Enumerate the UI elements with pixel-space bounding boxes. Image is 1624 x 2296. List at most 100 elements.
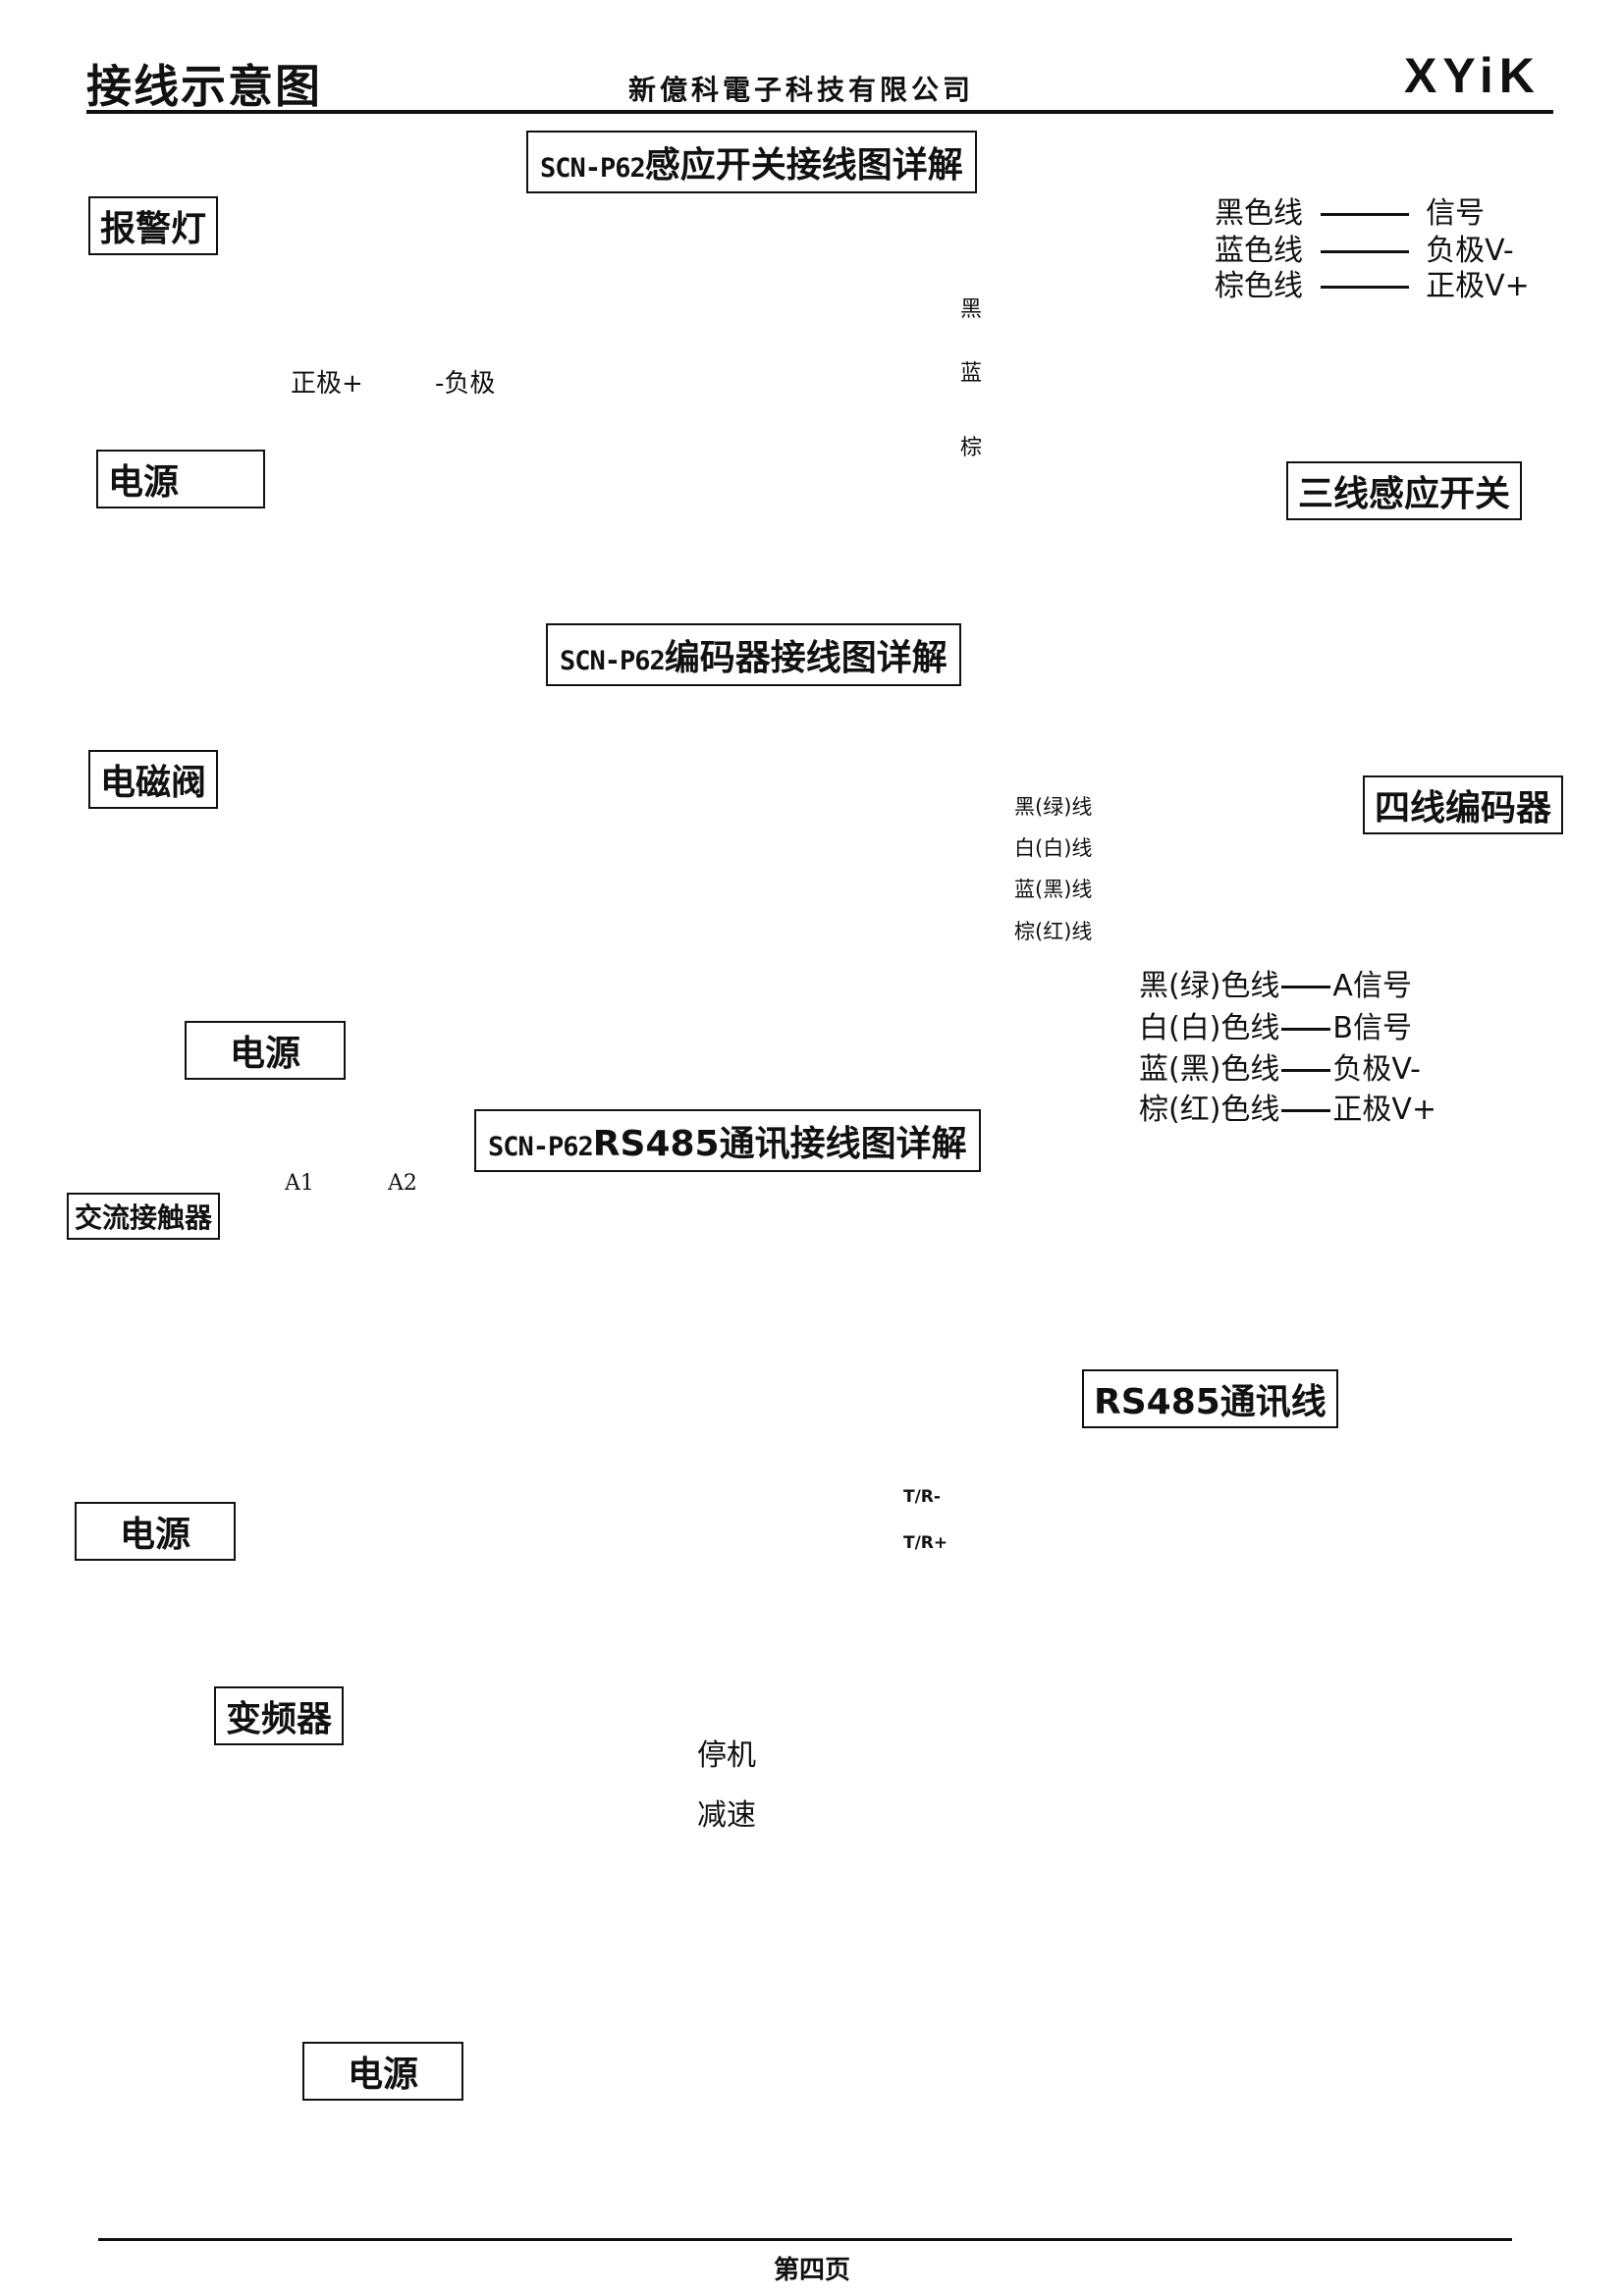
ac-label: AC xyxy=(986,2045,1008,2062)
encoder-wire-4: 棕(红)线 xyxy=(1014,920,1093,943)
controller-4: (1)(10)(2)(11)(3)(12)(4)(13)(5)(14)(6)(1… xyxy=(837,1629,1349,2146)
box-1-num: 1 xyxy=(752,726,762,742)
left-terminal-8-screw-icon xyxy=(623,500,652,528)
inverter-key-label-2: ◀◀ xyxy=(552,1717,566,1727)
right-terminal-15-slot xyxy=(839,1414,856,1431)
right-terminal-label-13: (13) xyxy=(804,1331,828,1345)
left-terminal-8-frame xyxy=(618,496,658,532)
left-terminal-9-frame xyxy=(624,1047,666,1085)
right-terminal-10-screw-icon xyxy=(1298,1642,1337,1682)
box-3-box xyxy=(748,807,768,827)
box-6-box xyxy=(748,932,768,952)
right-terminal-13-slot xyxy=(944,848,960,865)
al2-com-label: COM xyxy=(998,1709,1025,1722)
box-16-box xyxy=(864,974,884,993)
right-terminal-13-screw-icon xyxy=(938,841,967,872)
page-title: 接线示意图 xyxy=(86,60,322,113)
right-terminal-11-screw-icon xyxy=(938,758,967,787)
right-terminal-label-16: (16) xyxy=(883,469,905,482)
box-17-box xyxy=(1190,2046,1215,2072)
left-terminal-label-4: (4) xyxy=(668,851,683,865)
tr-b-label: T/R (B) xyxy=(841,1027,863,1033)
left-terminal-1-frame xyxy=(511,1189,553,1227)
box-2-box xyxy=(733,265,752,284)
legend2-meaning-3: 负极V- xyxy=(1332,1052,1422,1087)
box-14-box xyxy=(1190,1877,1215,1902)
rs485-usb-converter-icon xyxy=(1028,1405,1541,1591)
section1-title: SCN-P62感应开关接线图详解 xyxy=(526,131,977,193)
left-terminal-label-8: (8) xyxy=(668,1018,683,1032)
right-terminal-18-blank xyxy=(1292,2089,1343,2136)
left-terminal-8-slot xyxy=(523,1499,541,1517)
left-terminal-label-1: (1) xyxy=(660,228,676,240)
al2-no-label: NO xyxy=(614,1206,629,1217)
left-terminal-label-3: (3) xyxy=(668,809,683,823)
left-terminal-label-2: (2) xyxy=(660,268,676,281)
left-terminal-7-slot xyxy=(523,1457,541,1474)
legend2-row-3: 蓝(黑)色线负极V- xyxy=(1139,1055,1421,1085)
pau-label: PAU xyxy=(814,266,835,277)
inverter-key-5 xyxy=(582,1742,616,1764)
left-terminal-8-frame xyxy=(511,1489,553,1527)
right-terminal-15-slot xyxy=(1306,1933,1328,1955)
rs485-vertical-label: RS-485 xyxy=(824,1044,833,1076)
section2-power-wires xyxy=(491,900,656,1068)
left-terminal-2-screw-icon xyxy=(623,258,652,287)
box-9-box xyxy=(733,546,752,565)
out-minus-line xyxy=(727,1348,759,1383)
contactor-top-term-1: 1/L1 xyxy=(286,1275,313,1290)
al2-nc-label: NC xyxy=(614,1292,628,1303)
out-label: OUT xyxy=(1129,1928,1160,1943)
cp2-no-label: NO xyxy=(818,354,830,363)
left-terminal-8-frame xyxy=(624,1005,666,1042)
left-terminal-2-screw-icon xyxy=(516,1236,547,1266)
solenoid-valve-icon xyxy=(224,669,551,821)
left-terminal-label-9: (9) xyxy=(555,1545,571,1559)
left-terminal-1-slot xyxy=(629,224,646,240)
right-terminal-11-slot xyxy=(915,264,932,281)
section3-socket-icon xyxy=(214,1481,385,1581)
three-wire-sensor-label: 三线感应开关 xyxy=(1286,461,1523,520)
ac-label: AC xyxy=(724,1016,740,1029)
cp1-no-label: NO xyxy=(818,314,830,323)
box-13-box xyxy=(864,848,884,869)
box-6-num: 6 xyxy=(1024,1936,1037,1958)
box-18-num: 18 xyxy=(844,549,863,564)
right-terminal-label-11: (11) xyxy=(883,268,905,281)
left-terminal-6-screw-icon xyxy=(516,1407,547,1437)
legend1-meaning-3: 正极V+ xyxy=(1426,269,1530,303)
right-terminal-15-frame xyxy=(903,415,944,452)
left-terminal-1-screw-icon xyxy=(623,218,652,246)
left-terminal-3-slot xyxy=(629,304,646,321)
cp2-no-label: NO xyxy=(731,1339,744,1348)
wire-blue-label: 蓝 xyxy=(960,361,983,386)
section2-power-label: 电源 xyxy=(185,1021,346,1080)
box-10-num: 10 xyxy=(1194,1654,1220,1677)
left-terminal-8-slot xyxy=(637,1015,654,1033)
box-4-box xyxy=(638,1328,658,1349)
left-terminal-5-frame xyxy=(511,1361,553,1399)
right-terminal-label-15: (15) xyxy=(804,1416,828,1430)
right-terminal-13-frame xyxy=(827,1317,869,1356)
box-7-num: 7 xyxy=(737,469,747,485)
left-terminal-label-8: (8) xyxy=(660,509,676,522)
section4-wires xyxy=(648,1711,868,1883)
left-terminal-1-frame xyxy=(618,214,658,250)
al2-no-label: NO xyxy=(711,232,727,241)
box-6-box xyxy=(638,1414,658,1434)
box-1-box xyxy=(748,722,768,743)
right-terminal-11-frame xyxy=(903,254,944,291)
left-terminal-3-frame xyxy=(624,796,666,833)
left-terminal-3-slot xyxy=(523,1285,541,1303)
left-terminal-4-screw-icon xyxy=(630,841,660,872)
left-terminal-6-frame xyxy=(511,1403,553,1441)
al2-label: AL2 xyxy=(959,1715,986,1730)
right-terminal-13-frame xyxy=(932,837,973,876)
l-label: L xyxy=(966,2055,974,2069)
right-terminal-10-frame xyxy=(827,1189,869,1227)
slow-label: 减速 xyxy=(697,1798,756,1833)
box-13-box xyxy=(1190,1820,1215,1846)
rs485-vertical-label: RS-485 xyxy=(802,533,811,563)
